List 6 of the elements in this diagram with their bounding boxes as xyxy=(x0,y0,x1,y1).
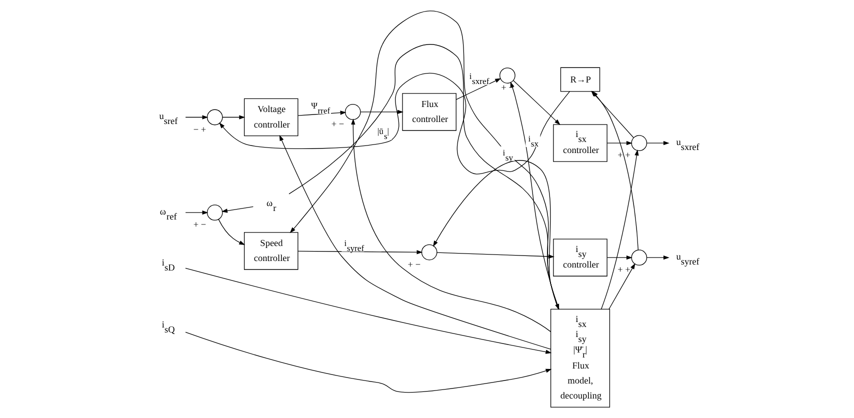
node-label: + − xyxy=(331,120,344,130)
node-label: + − xyxy=(408,260,421,270)
node-label: − + xyxy=(193,125,206,136)
node-label: + + xyxy=(618,151,630,162)
node-label: + + xyxy=(618,266,630,276)
node-label: + − xyxy=(193,220,206,231)
